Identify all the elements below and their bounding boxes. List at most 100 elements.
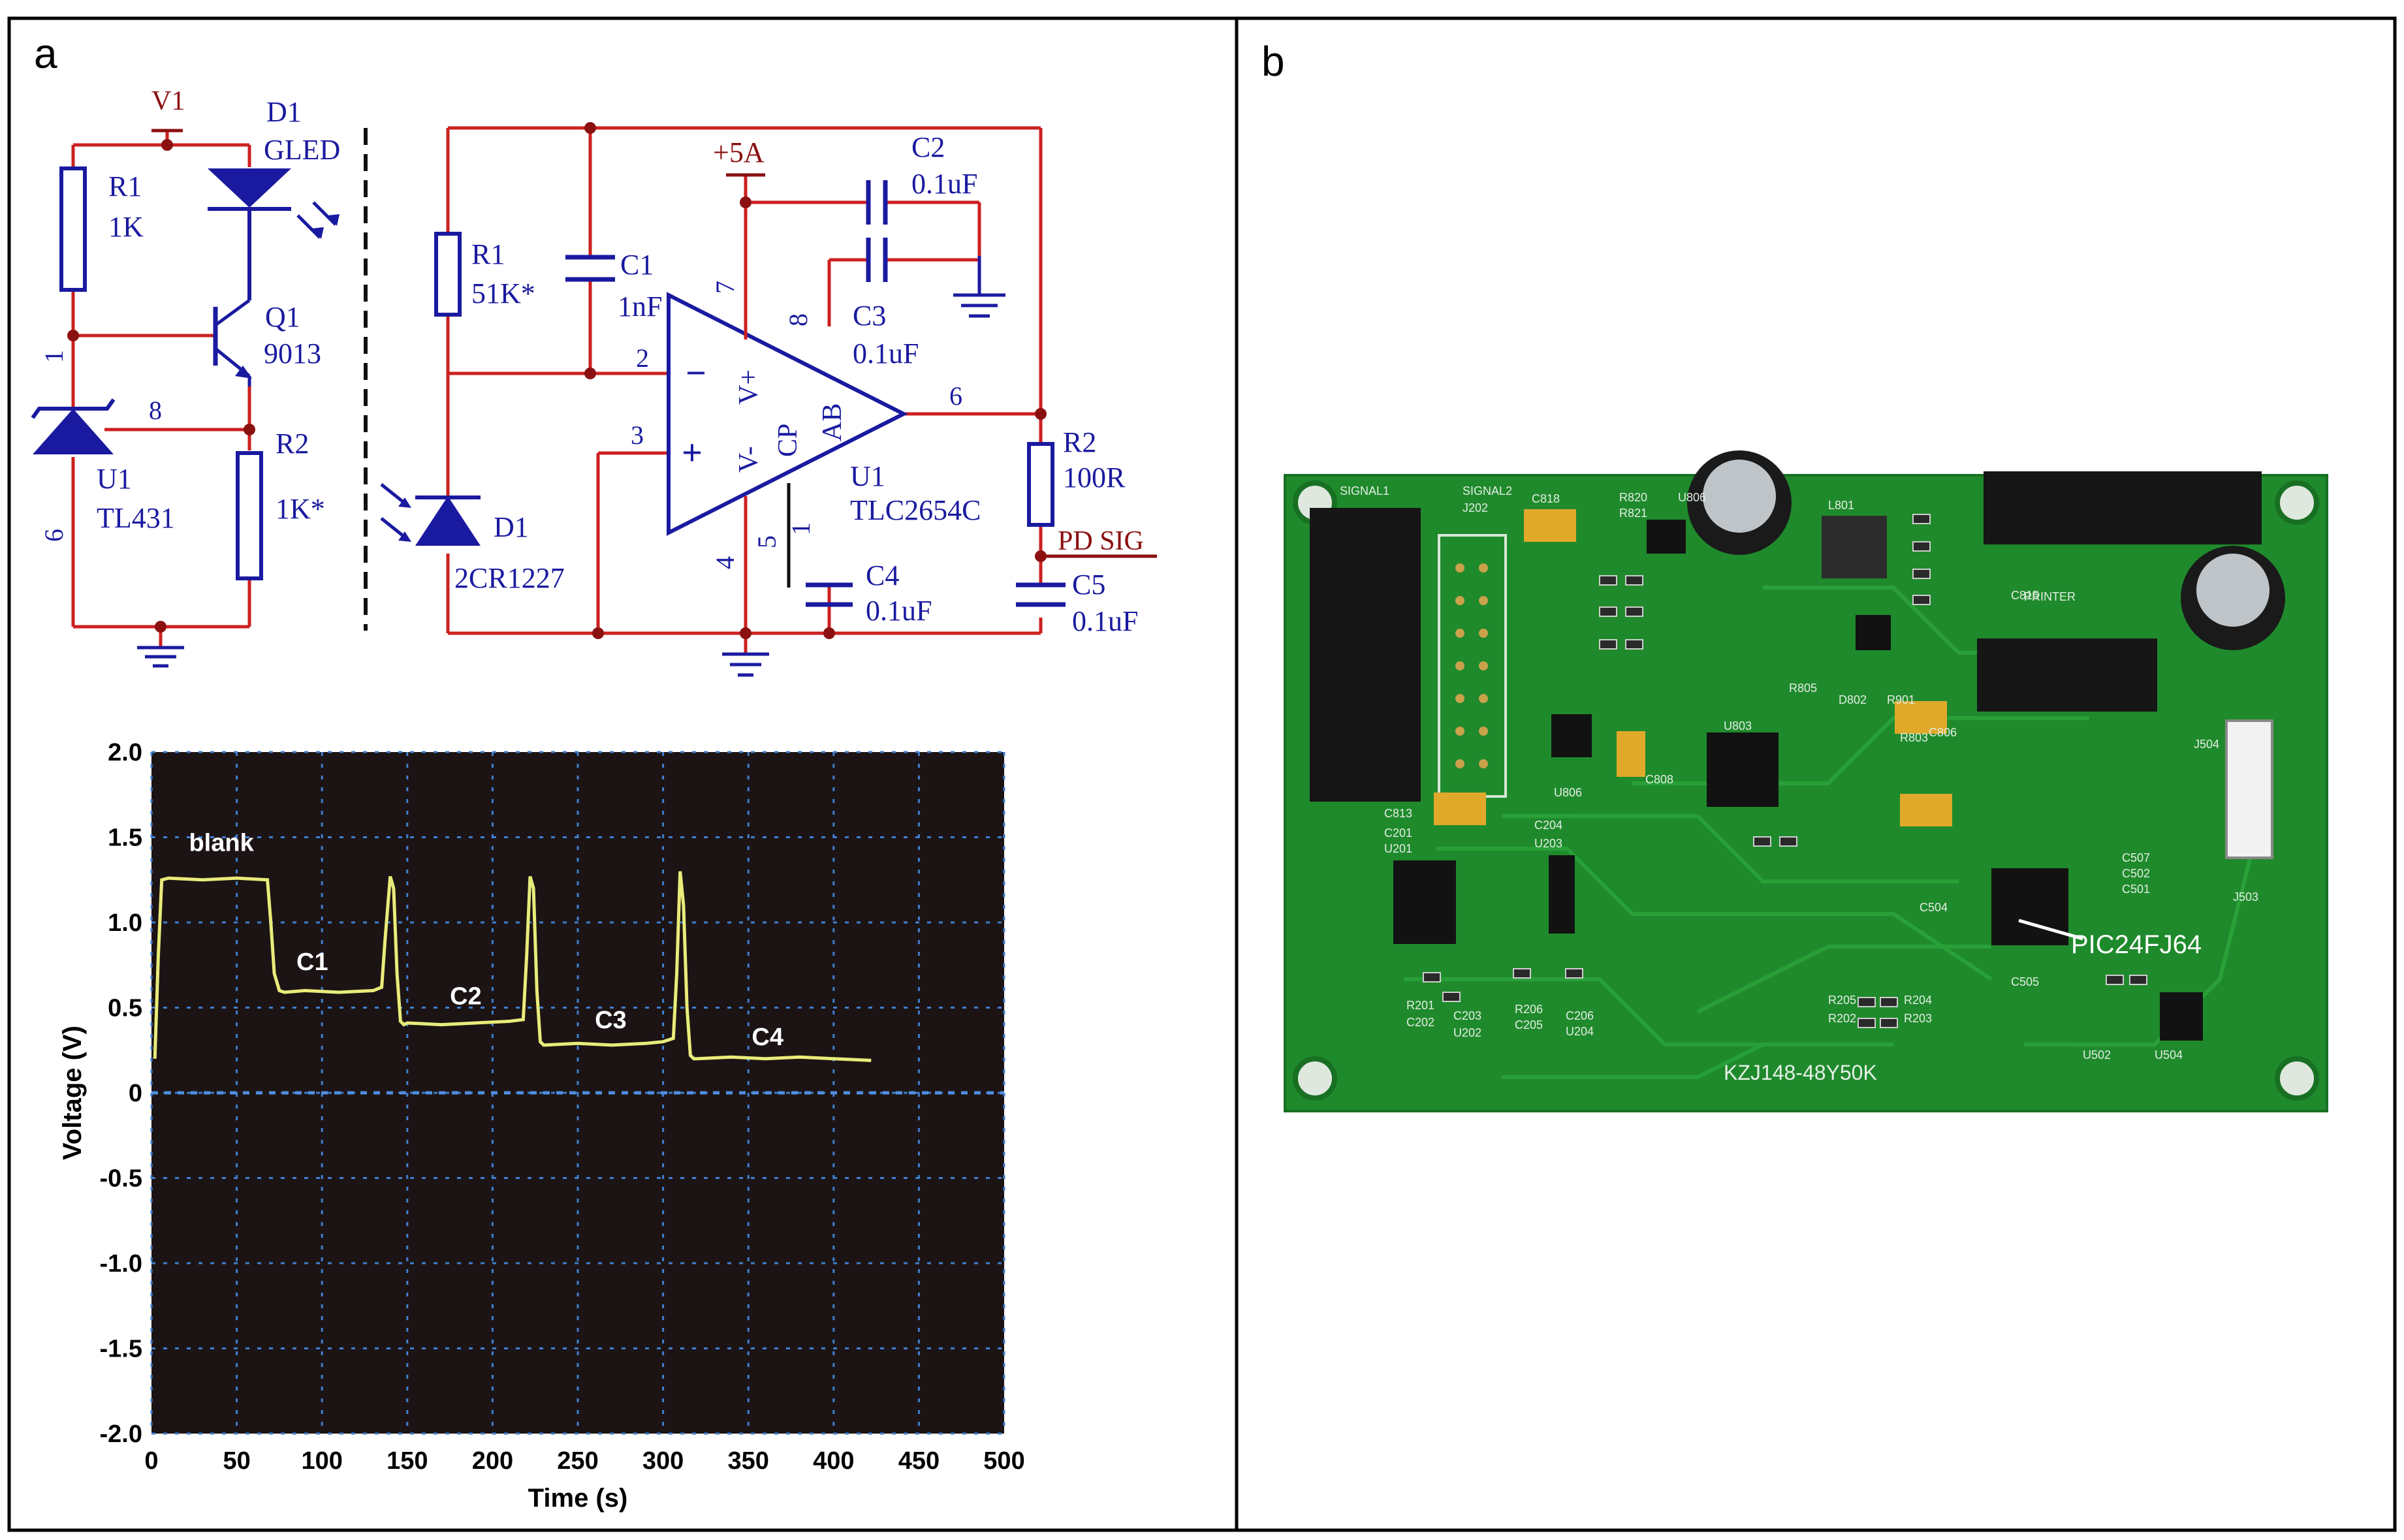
silk-label: J202 (1463, 501, 1488, 514)
silk-label: U502 (2083, 1048, 2111, 1061)
right-r2-name: R2 (1063, 426, 1096, 458)
silk-label: C806 (1929, 726, 1957, 739)
c5-name: C5 (1072, 569, 1105, 601)
photodiode-name: D1 (494, 511, 529, 543)
chart-x-axis-label: Time (s) (528, 1484, 628, 1513)
silk-label: R803 (1900, 731, 1928, 744)
node-1-label: 1 (39, 350, 69, 363)
silk-label: SIGNAL1 (1340, 484, 1389, 497)
silk-label: SIGNAL2 (1463, 484, 1512, 497)
panel-b-label: b (1261, 38, 1285, 85)
silk-label: U201 (1384, 842, 1412, 855)
left-r1-value: 1K (108, 211, 144, 243)
silk-label: C813 (1384, 807, 1412, 820)
ic-u801 (1856, 615, 1891, 650)
c3-value: 0.1uF (853, 338, 919, 369)
silk-label: R901 (1887, 693, 1915, 706)
connector-j503 (2225, 719, 2273, 859)
c3-name: C3 (853, 300, 886, 332)
op-plus-label: + (682, 433, 703, 473)
chart-y-tick-label: 0.5 (108, 995, 142, 1022)
v1-label: V1 (151, 86, 185, 116)
tl431-name: U1 (97, 463, 132, 495)
c4-value: 0.1uF (866, 595, 932, 627)
inductor-l801 (1822, 516, 1887, 578)
chart-x-tick-label: 200 (472, 1447, 513, 1475)
schematic-light-source: V1 D1 GLED R1 1K Q1 9013 1 8 6 U1 TL431 … (31, 86, 340, 668)
connector-printer (1977, 638, 2157, 712)
silk-label: U204 (1566, 1025, 1594, 1038)
silk-label: U806 (1554, 786, 1582, 799)
pin-1-label: 1 (786, 522, 815, 535)
panel-a-label: a (34, 30, 57, 77)
silk-label: R820 (1619, 491, 1647, 504)
left-r1-name: R1 (108, 170, 142, 202)
chart-x-tick-label: 250 (557, 1447, 598, 1475)
chart-y-tick-label: -2.0 (100, 1421, 142, 1448)
chart-x-tick-label: 350 (727, 1447, 768, 1475)
silk-label: R201 (1406, 999, 1434, 1012)
chart-y-tick-label: 1.5 (108, 825, 142, 852)
mounting-holes (1293, 480, 2319, 1101)
c5-value: 0.1uF (1072, 605, 1138, 637)
photodiode-value: 2CR1227 (454, 562, 565, 594)
c1-name: C1 (620, 249, 654, 281)
silk-label: C505 (2011, 975, 2039, 988)
pin-3-label: 3 (631, 420, 644, 450)
silk-label: C501 (2122, 883, 2150, 896)
silk-label: R206 (1515, 1003, 1543, 1016)
chart-y-tick-label: -0.5 (100, 1165, 142, 1193)
chart-y-tick-label: 0 (129, 1080, 142, 1107)
figure-frame (7, 16, 2397, 1532)
pin-7-label: 7 (710, 281, 740, 294)
silk-label: U803 (1724, 719, 1752, 732)
c4-name: C4 (866, 559, 899, 591)
right-r1-name: R1 (471, 238, 505, 270)
chart-x-tick-label: 500 (983, 1447, 1024, 1475)
chip-label: PIC24FJ64 (2071, 930, 2202, 959)
chart-y-tick-label: -1.5 (100, 1336, 142, 1363)
capacitor-top-2 (2196, 554, 2270, 627)
silk-label: R202 (1828, 1012, 1856, 1025)
silk-label: J504 (2194, 738, 2219, 751)
chart-y-tick-label: 1.0 (108, 909, 142, 937)
chart-x-tick-label: 50 (223, 1447, 250, 1475)
opamp-name: U1 (850, 460, 885, 492)
silk-label: C808 (1645, 773, 1673, 786)
silk-label: R203 (1904, 1012, 1932, 1025)
silk-label: U202 (1453, 1026, 1481, 1039)
d1-value: GLED (264, 134, 340, 166)
ic-u504 (2160, 992, 2203, 1041)
chart-annotation: C3 (595, 1007, 627, 1034)
ic-pic24fj64 (1991, 868, 2068, 945)
pin-5-label: 5 (752, 535, 782, 548)
regulator-u905 (1647, 520, 1686, 554)
chart-y-tick-label: -1.0 (100, 1250, 142, 1278)
right-r2-value: 100R (1063, 462, 1126, 494)
chart-annotation: C1 (296, 949, 328, 976)
silk-label: PRINTER (2024, 590, 2076, 603)
silk-label: C204 (1534, 819, 1562, 832)
board-text: KZJ148-48Y50K (1724, 1061, 1877, 1084)
c2-value: 0.1uF (911, 168, 977, 200)
left-r2-value: 1K* (276, 493, 325, 525)
silk-label: C202 (1406, 1016, 1434, 1029)
silk-label: R204 (1904, 994, 1932, 1007)
op-cp-label: CP (773, 424, 803, 457)
chart-x-tick-label: 0 (144, 1447, 158, 1475)
silk-label: U504 (2155, 1048, 2183, 1061)
silk-label: C203 (1453, 1009, 1481, 1022)
silk-label: C206 (1566, 1009, 1594, 1022)
silk-label: C504 (1920, 901, 1948, 914)
opamp-value: TLC2654C (850, 494, 981, 526)
voltage-series-line (153, 871, 872, 1062)
pin-2-label: 2 (636, 343, 649, 373)
chart-x-tick-label: 300 (642, 1447, 684, 1475)
chip-callout-line (2018, 919, 2083, 941)
silk-label: D802 (1839, 693, 1867, 706)
silk-label: C502 (2122, 867, 2150, 880)
op-ab-label: AB (817, 403, 847, 441)
